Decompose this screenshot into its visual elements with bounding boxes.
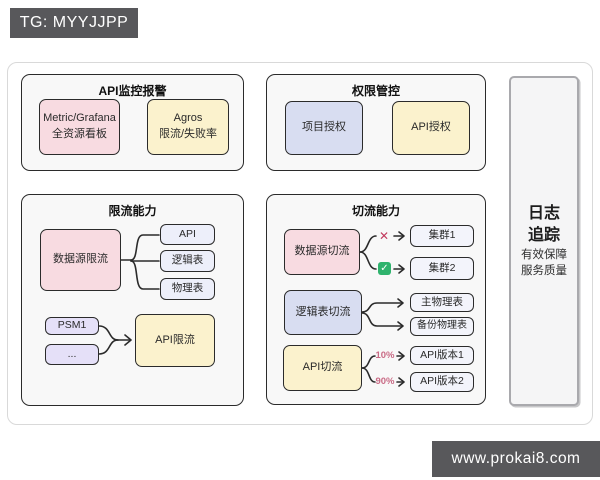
project-auth-node: 项目授权: [285, 101, 363, 155]
cluster2-node: 集群2: [410, 257, 474, 280]
panel-rate-limit: 限流能力 数据源限流 API 逻辑表 物理表: [21, 194, 244, 406]
project-auth-label: 项目授权: [302, 121, 346, 134]
logic-table-switch-node: 逻辑表切流: [284, 290, 362, 335]
backup-table-node: 备份物理表: [410, 317, 474, 336]
panel-log-tracing: 日志 追踪 有效保障 服务质量: [509, 76, 579, 406]
cluster1-node: 集群1: [410, 225, 474, 247]
metric-grafana-line2: 全资源看板: [52, 128, 107, 140]
agros-line1: Agros: [173, 112, 203, 125]
api-version2-label: API版本2: [420, 375, 464, 388]
datasource-switch-node: 数据源切流: [284, 229, 360, 275]
cluster1-label: 集群1: [428, 229, 456, 242]
log-sub-line1: 有效保障: [521, 248, 567, 261]
panel-api-monitor-title: API监控报警: [98, 84, 167, 98]
api-version1-node: API版本1: [410, 346, 474, 365]
target-api-node: API: [160, 224, 215, 245]
panel-traffic-switch: 切流能力 数据源切流: [266, 194, 486, 405]
api-switch-node: API切流: [283, 345, 362, 391]
datasource-limit-node: 数据源限流: [40, 229, 121, 291]
target-logic-table-node: 逻辑表: [160, 250, 215, 272]
cluster2-label: 集群2: [428, 261, 456, 274]
panel-permission-title: 权限管控: [351, 84, 400, 98]
watermark-footer-text: www.prokai8.com: [451, 450, 581, 467]
primary-table-node: 主物理表: [410, 293, 474, 312]
check-icon: ✓: [378, 262, 391, 275]
outer-frame: API监控报警 Metric/Grafana 全资源看板 Agros 限流/失败…: [7, 62, 593, 425]
percent-10-label: 10%: [375, 350, 395, 361]
panel-api-monitor: API监控报警 Metric/Grafana 全资源看板 Agros 限流/失败…: [21, 74, 244, 171]
api-switch-label: API切流: [302, 361, 343, 374]
percent-90-label: 90%: [375, 376, 395, 387]
target-physical-table-label: 物理表: [171, 282, 204, 295]
logic-table-switch-label: 逻辑表切流: [295, 305, 351, 318]
psm-more-node: ...: [45, 344, 99, 365]
log-title-line1: 日志: [527, 205, 560, 223]
api-version2-node: API版本2: [410, 372, 474, 392]
api-auth-label: API授权: [411, 121, 451, 134]
psm-more-label: ...: [67, 347, 77, 360]
log-sub-line2: 服务质量: [521, 264, 567, 277]
panel-rate-limit-title: 限流能力: [108, 204, 157, 218]
log-title-line2: 追踪: [527, 226, 560, 244]
psm1-node: PSM1: [45, 317, 99, 335]
agros-node: Agros 限流/失败率: [147, 99, 229, 155]
watermark-footer: www.prokai8.com: [432, 441, 600, 477]
agros-line2: 限流/失败率: [158, 128, 218, 140]
backup-table-label: 备份物理表: [417, 320, 467, 332]
watermark-header: TG: MYYJJPP: [10, 8, 138, 38]
watermark-header-text: TG: MYYJJPP: [19, 14, 129, 31]
target-logic-table-label: 逻辑表: [171, 254, 204, 267]
api-limit-node: API限流: [135, 314, 215, 367]
datasource-switch-label: 数据源切流: [294, 245, 350, 258]
cross-icon: ✕: [379, 229, 390, 243]
psm1-label: PSM1: [57, 319, 87, 332]
panel-permission: 权限管控 项目授权 API授权: [266, 74, 486, 171]
api-version1-label: API版本1: [420, 348, 464, 361]
api-limit-label: API限流: [155, 333, 195, 346]
primary-table-label: 主物理表: [421, 295, 463, 308]
datasource-limit-label: 数据源限流: [53, 253, 108, 266]
target-physical-table-node: 物理表: [160, 278, 215, 300]
metric-grafana-line1: Metric/Grafana: [43, 112, 116, 125]
target-api-label: API: [179, 227, 196, 240]
metric-grafana-node: Metric/Grafana 全资源看板: [39, 99, 120, 155]
panel-traffic-switch-title: 切流能力: [351, 204, 400, 218]
api-auth-node: API授权: [392, 101, 470, 155]
